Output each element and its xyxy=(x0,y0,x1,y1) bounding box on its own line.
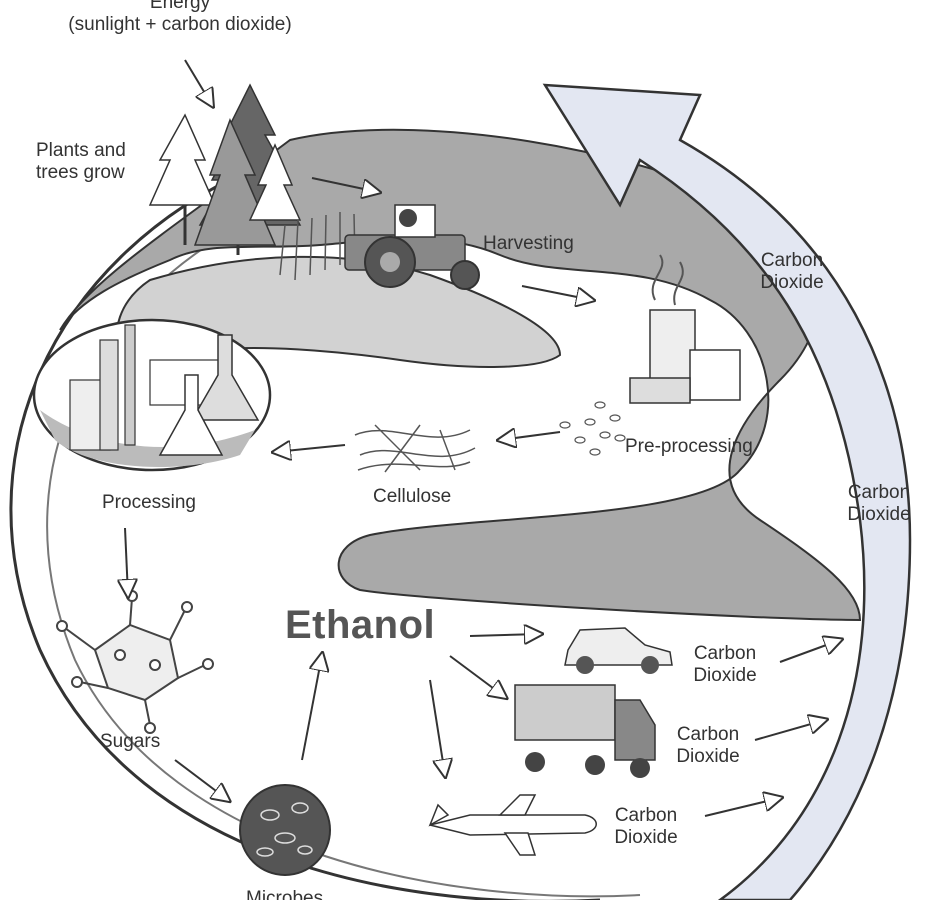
airplane-illustration xyxy=(428,794,597,856)
processing-label: Processing xyxy=(102,492,196,513)
car-illustration xyxy=(564,627,673,674)
co2-label-car-line2: Dioxide xyxy=(693,665,757,686)
co2-label-upper-line2: Dioxide xyxy=(760,272,824,293)
preprocessing-machine-illustration xyxy=(559,254,741,456)
microbes-illustration xyxy=(239,784,331,876)
cellulose-illustration xyxy=(354,424,476,473)
co2-cycle-arrow xyxy=(542,83,912,900)
river-band xyxy=(59,128,862,622)
flow-arrows xyxy=(125,59,840,817)
co2-label-upper-line1: Carbon xyxy=(760,250,824,271)
sugar-molecule-illustration xyxy=(56,590,214,734)
co2-label-airplane: Carbon Dioxide xyxy=(601,805,691,849)
energy-label-line2: (sunlight + carbon dioxide) xyxy=(68,14,292,35)
plants-label-line2: trees grow xyxy=(36,162,125,183)
plants-label: Plants and trees grow xyxy=(36,140,126,184)
processing-plant-illustration xyxy=(32,318,272,472)
co2-label-airplane-line1: Carbon xyxy=(614,805,678,826)
energy-label: Energy (sunlight + carbon dioxide) xyxy=(40,0,320,36)
co2-label-right-line2: Dioxide xyxy=(847,504,911,525)
co2-label-upper: Carbon Dioxide xyxy=(752,250,832,294)
microbes-label: Microbes xyxy=(246,888,324,900)
truck-illustration xyxy=(514,684,656,778)
co2-label-truck-line1: Carbon xyxy=(676,724,740,745)
preprocessing-label: Pre-processing xyxy=(625,436,753,457)
sugars-label: Sugars xyxy=(100,731,161,752)
co2-label-truck: Carbon Dioxide xyxy=(663,724,753,768)
co2-label-airplane-line2: Dioxide xyxy=(614,827,678,848)
ethanol-title: Ethanol xyxy=(285,603,436,647)
cycle-outer-arc xyxy=(9,168,600,900)
harvesting-label: Harvesting xyxy=(483,233,574,254)
co2-label-truck-line2: Dioxide xyxy=(676,746,740,767)
energy-label-line1: Energy xyxy=(149,0,211,13)
cellulose-label: Cellulose xyxy=(373,486,452,507)
co2-label-car: Carbon Dioxide xyxy=(680,643,770,687)
co2-label-car-line1: Carbon xyxy=(693,643,757,664)
plants-label-line1: Plants and xyxy=(36,140,126,161)
tractor-illustration xyxy=(279,204,480,290)
co2-label-right: Carbon Dioxide xyxy=(834,482,924,526)
trees-illustration xyxy=(148,83,302,255)
co2-label-right-line1: Carbon xyxy=(847,482,911,503)
